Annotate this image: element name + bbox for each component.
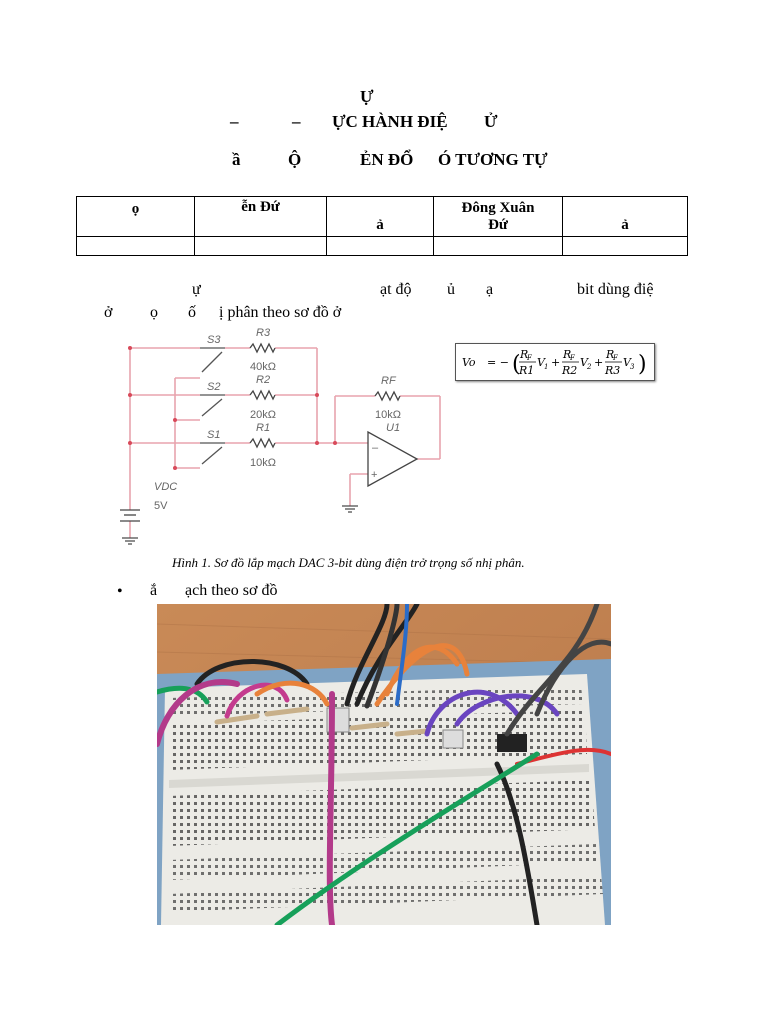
header-line-3a: ầ [232, 150, 241, 169]
para-frag: ố [188, 304, 196, 321]
table-cell-line: Đứ [488, 216, 508, 233]
label-s1: S1 [207, 429, 220, 441]
opamp-symbol [367, 430, 419, 488]
header-line-3b: Ộ [288, 150, 302, 169]
formula-v: V [623, 356, 632, 369]
formula-box: Vo = − ( R F R1 V 1 + R F R2 V 2 + R F R… [455, 343, 655, 381]
label-u1: U1 [386, 422, 400, 434]
formula-r1: R1 [518, 364, 534, 377]
table-cell [562, 236, 688, 256]
para-frag: bit dùng điệ [577, 281, 654, 298]
formula-rf-sub: F [526, 354, 533, 362]
figure-caption: Hình 1. Sơ đồ lắp mạch DAC 3-bit dùng đi… [172, 555, 525, 570]
label-vdc: VDC [154, 481, 177, 493]
label-r1-value: 10kΩ [250, 457, 276, 469]
student-info-table: ọ ễn Đứ ả Đông Xuân Đứ ả [76, 196, 688, 256]
formula-plus: + [551, 356, 560, 369]
table-cell [433, 236, 563, 256]
formula-rf: R [519, 348, 528, 361]
label-rf: RF [381, 375, 397, 387]
breadboard-photo [157, 604, 611, 925]
header-dash-2: – [292, 112, 301, 131]
label-s2: S2 [207, 381, 220, 393]
formula-rf: R [605, 348, 614, 361]
header-line-3d: Ó TƯƠNG TỰ [438, 150, 548, 169]
label-plus: + [371, 469, 377, 481]
header-line-3c: ẺN ĐỔ [360, 150, 414, 169]
label-s3: S3 [207, 334, 221, 346]
table-cell: Đông Xuân Đứ [433, 196, 563, 237]
label-vdc-value: 5V [154, 500, 168, 512]
formula-rf-sub: F [612, 354, 619, 362]
para-frag: ạ [486, 281, 494, 298]
para-frag: ạt độ [380, 281, 412, 298]
formula-rf: R [562, 348, 571, 361]
formula-paren-close: ) [638, 352, 647, 377]
formula-v3-sub: 3 [630, 363, 635, 371]
label-r1: R1 [256, 422, 270, 434]
dac-schematic: S3 S2 S1 R3 40kΩ R2 20kΩ R1 10kΩ RF 10kΩ… [120, 328, 441, 545]
formula-svg: Vo = − ( R F R1 V 1 + R F R2 V 2 + R F R… [462, 348, 647, 377]
table-cell [76, 236, 195, 256]
para-frag: ở [104, 304, 113, 321]
label-r2-value: 20kΩ [250, 409, 276, 421]
header-line-1: Ự [360, 87, 374, 106]
label-r2: R2 [256, 374, 270, 386]
formula-equals: = − [487, 356, 509, 369]
header-dash-1: – [230, 112, 239, 131]
formula-vo: Vo [462, 356, 476, 369]
header-line-2-end: Ử [484, 112, 498, 131]
table-cell: ễn Đứ [194, 196, 327, 237]
table-cell [326, 236, 434, 256]
formula-paren-open: ( [512, 352, 521, 377]
bullet-text: ạch theo sơ đồ [185, 582, 278, 599]
formula-v: V [580, 356, 589, 369]
table-cell: ọ [76, 196, 195, 237]
formula-r2: R2 [561, 364, 577, 377]
label-r3-value: 40kΩ [250, 361, 276, 373]
table-cell-line: Đông Xuân [461, 199, 535, 216]
table-cell [194, 236, 327, 256]
formula-plus: + [594, 356, 603, 369]
header-line-2: ỰC HÀNH ĐIỆ [332, 112, 448, 131]
breadboard-illustration [157, 604, 611, 925]
formula-v2-sub: 2 [586, 363, 592, 371]
table-cell: ả [326, 196, 434, 237]
formula-v: V [537, 356, 546, 369]
label-rf-value: 10kΩ [375, 409, 401, 421]
para-frag: ị phân theo sơ đồ ở [219, 304, 342, 321]
para-frag: ủ [447, 281, 455, 298]
bullet-symbol: • [117, 583, 123, 600]
para-frag: ọ [150, 304, 158, 321]
formula-v1-sub: 1 [544, 363, 548, 371]
formula-r3: R3 [604, 364, 620, 377]
para-frag: ự [192, 281, 201, 298]
formula-rf-sub: F [569, 354, 576, 362]
bullet-frag-a: ắ [150, 582, 158, 599]
label-r3: R3 [256, 328, 271, 339]
label-minus: – [372, 442, 379, 454]
table-cell: ả [562, 196, 688, 237]
